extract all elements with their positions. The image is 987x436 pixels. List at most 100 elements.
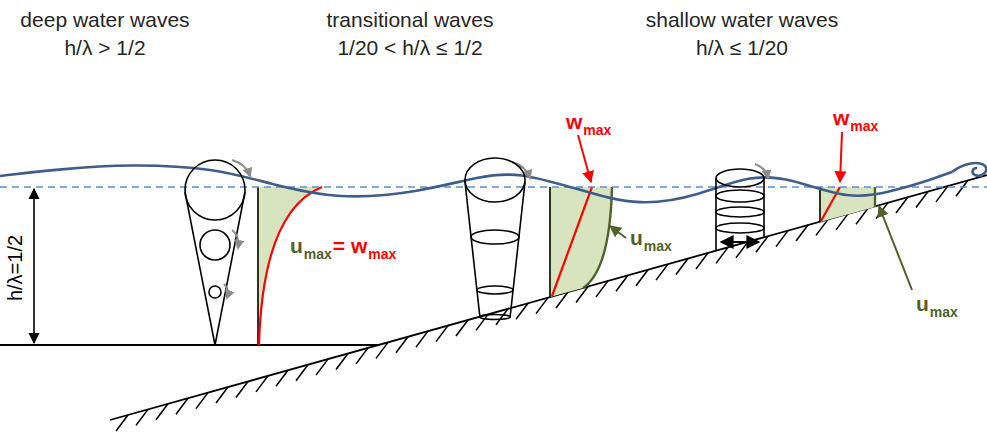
leader-arrows-part [840, 132, 842, 182]
deep-orbits-part [200, 230, 230, 260]
bed-hatching-part [716, 247, 728, 263]
bed-hatching-part [516, 303, 528, 319]
bed-hatching-part [656, 264, 668, 280]
wave-surface-part [952, 163, 986, 176]
transitional-orbits-part [477, 286, 513, 294]
bed-hatching-part [316, 359, 328, 375]
velocity-symbol: u [290, 234, 303, 257]
bed-hatching-part [756, 236, 768, 252]
velocity-symbol: u [630, 226, 643, 249]
leader-arrows-part [578, 135, 591, 182]
sea-bed-part [0, 344, 378, 346]
shallow-orbits-part [721, 241, 759, 243]
bed-hatching-part [736, 242, 748, 258]
shallow-orbits-part [716, 207, 764, 217]
shallow-velocity-profile-part [819, 187, 821, 222]
bed-hatching-part [276, 370, 288, 386]
bed-hatching-part [356, 348, 368, 364]
class-criterion: h/λ > 1/2 [64, 36, 145, 59]
shallow-velocity-profile-part [874, 187, 876, 207]
transitional-velocity-profile-part [550, 187, 612, 297]
bed-hatching-part [796, 225, 808, 241]
velocity-subscript: max [850, 119, 878, 134]
velocity-subscript: max [368, 247, 396, 262]
deep-velocity-profile-part [259, 187, 322, 345]
class-heading: shallow water waves [646, 8, 839, 31]
bed-hatching-part [376, 342, 388, 358]
bed-hatching-part [396, 337, 408, 353]
wave-surface [0, 163, 986, 202]
bed-hatching-part [636, 270, 648, 286]
leader-arrows-part [610, 226, 626, 238]
bed-hatching-part [676, 259, 688, 275]
bed-hatching-part [776, 231, 788, 247]
transitional-orbits-part [510, 182, 525, 318]
orbit-direction-arrows-part [224, 284, 228, 298]
bed-hatching-part [136, 409, 148, 425]
deep-velocity-profile [258, 187, 322, 345]
class-heading: deep water waves [20, 8, 189, 31]
leader-arrows-part [879, 206, 912, 290]
shallow-orbits-part [716, 190, 764, 202]
bed-hatching-part [596, 281, 608, 297]
transitional-velocity-profile-part [549, 187, 551, 297]
bed-hatching-part [216, 387, 228, 403]
sea-bed-part [110, 175, 987, 420]
transitional-orbits-part [465, 182, 480, 318]
bed-hatching-part [116, 415, 128, 431]
orbit-direction-arrows-part [232, 230, 238, 248]
depth-dimension [33, 189, 35, 343]
bed-hatching-part [296, 365, 308, 381]
shallow-orbits-part [716, 169, 764, 187]
velocity-symbol: w [833, 106, 849, 129]
velocity-symbol: w [566, 110, 582, 133]
bed-hatching-part [236, 381, 248, 397]
sea-bed [0, 175, 987, 431]
bed-hatching-part [696, 253, 708, 269]
bed-hatching [116, 180, 968, 431]
bed-hatching-part [256, 376, 268, 392]
velocity-subscript: max [583, 123, 611, 138]
class-criterion: h/λ ≤ 1/20 [696, 36, 788, 59]
velocity-symbol: = w [333, 234, 367, 257]
transitional-orbits-part [465, 158, 525, 202]
deep-orbits-part [209, 286, 221, 298]
orbit-direction-arrows-part [232, 160, 250, 176]
still-water-level [0, 186, 987, 188]
bed-hatching-part [916, 191, 928, 207]
class-heading: transitional waves [327, 8, 494, 31]
transitional-velocity-profile-part [552, 187, 592, 296]
bed-hatching-part [496, 309, 508, 325]
deep-orbits-part [185, 192, 215, 345]
velocity-subscript: max [304, 247, 332, 262]
bed-hatching-part [436, 326, 448, 342]
bed-hatching-part [936, 186, 948, 202]
shallow-orbits-part [716, 223, 764, 233]
bed-hatching-part [476, 314, 488, 330]
bed-hatching-part [616, 275, 628, 291]
shallow-orbits [716, 169, 764, 250]
deep-velocity-profile-part [258, 187, 322, 345]
class-criterion: 1/20 < h/λ ≤ 1/2 [337, 36, 482, 59]
deep-velocity-profile-part [257, 187, 259, 345]
deep-orbits-part [215, 192, 245, 345]
bed-hatching-part [156, 404, 168, 420]
orbit-direction-arrows [224, 160, 768, 298]
bed-hatching-part [176, 398, 188, 414]
velocity-subscript: max [644, 239, 672, 254]
velocity-subscript: max [930, 305, 958, 320]
bed-hatching-part [536, 298, 548, 314]
bed-hatching-part [816, 219, 828, 235]
transitional-orbits [465, 158, 525, 320]
deep-orbits-part [185, 160, 245, 220]
deep-orbits [185, 160, 245, 345]
bed-hatching-part [336, 354, 348, 370]
bed-hatching-part [196, 393, 208, 409]
bed-hatching-part [456, 320, 468, 336]
transitional-velocity-profile [550, 187, 612, 297]
transitional-orbits-part [480, 315, 510, 320]
transitional-orbits-part [471, 230, 519, 244]
